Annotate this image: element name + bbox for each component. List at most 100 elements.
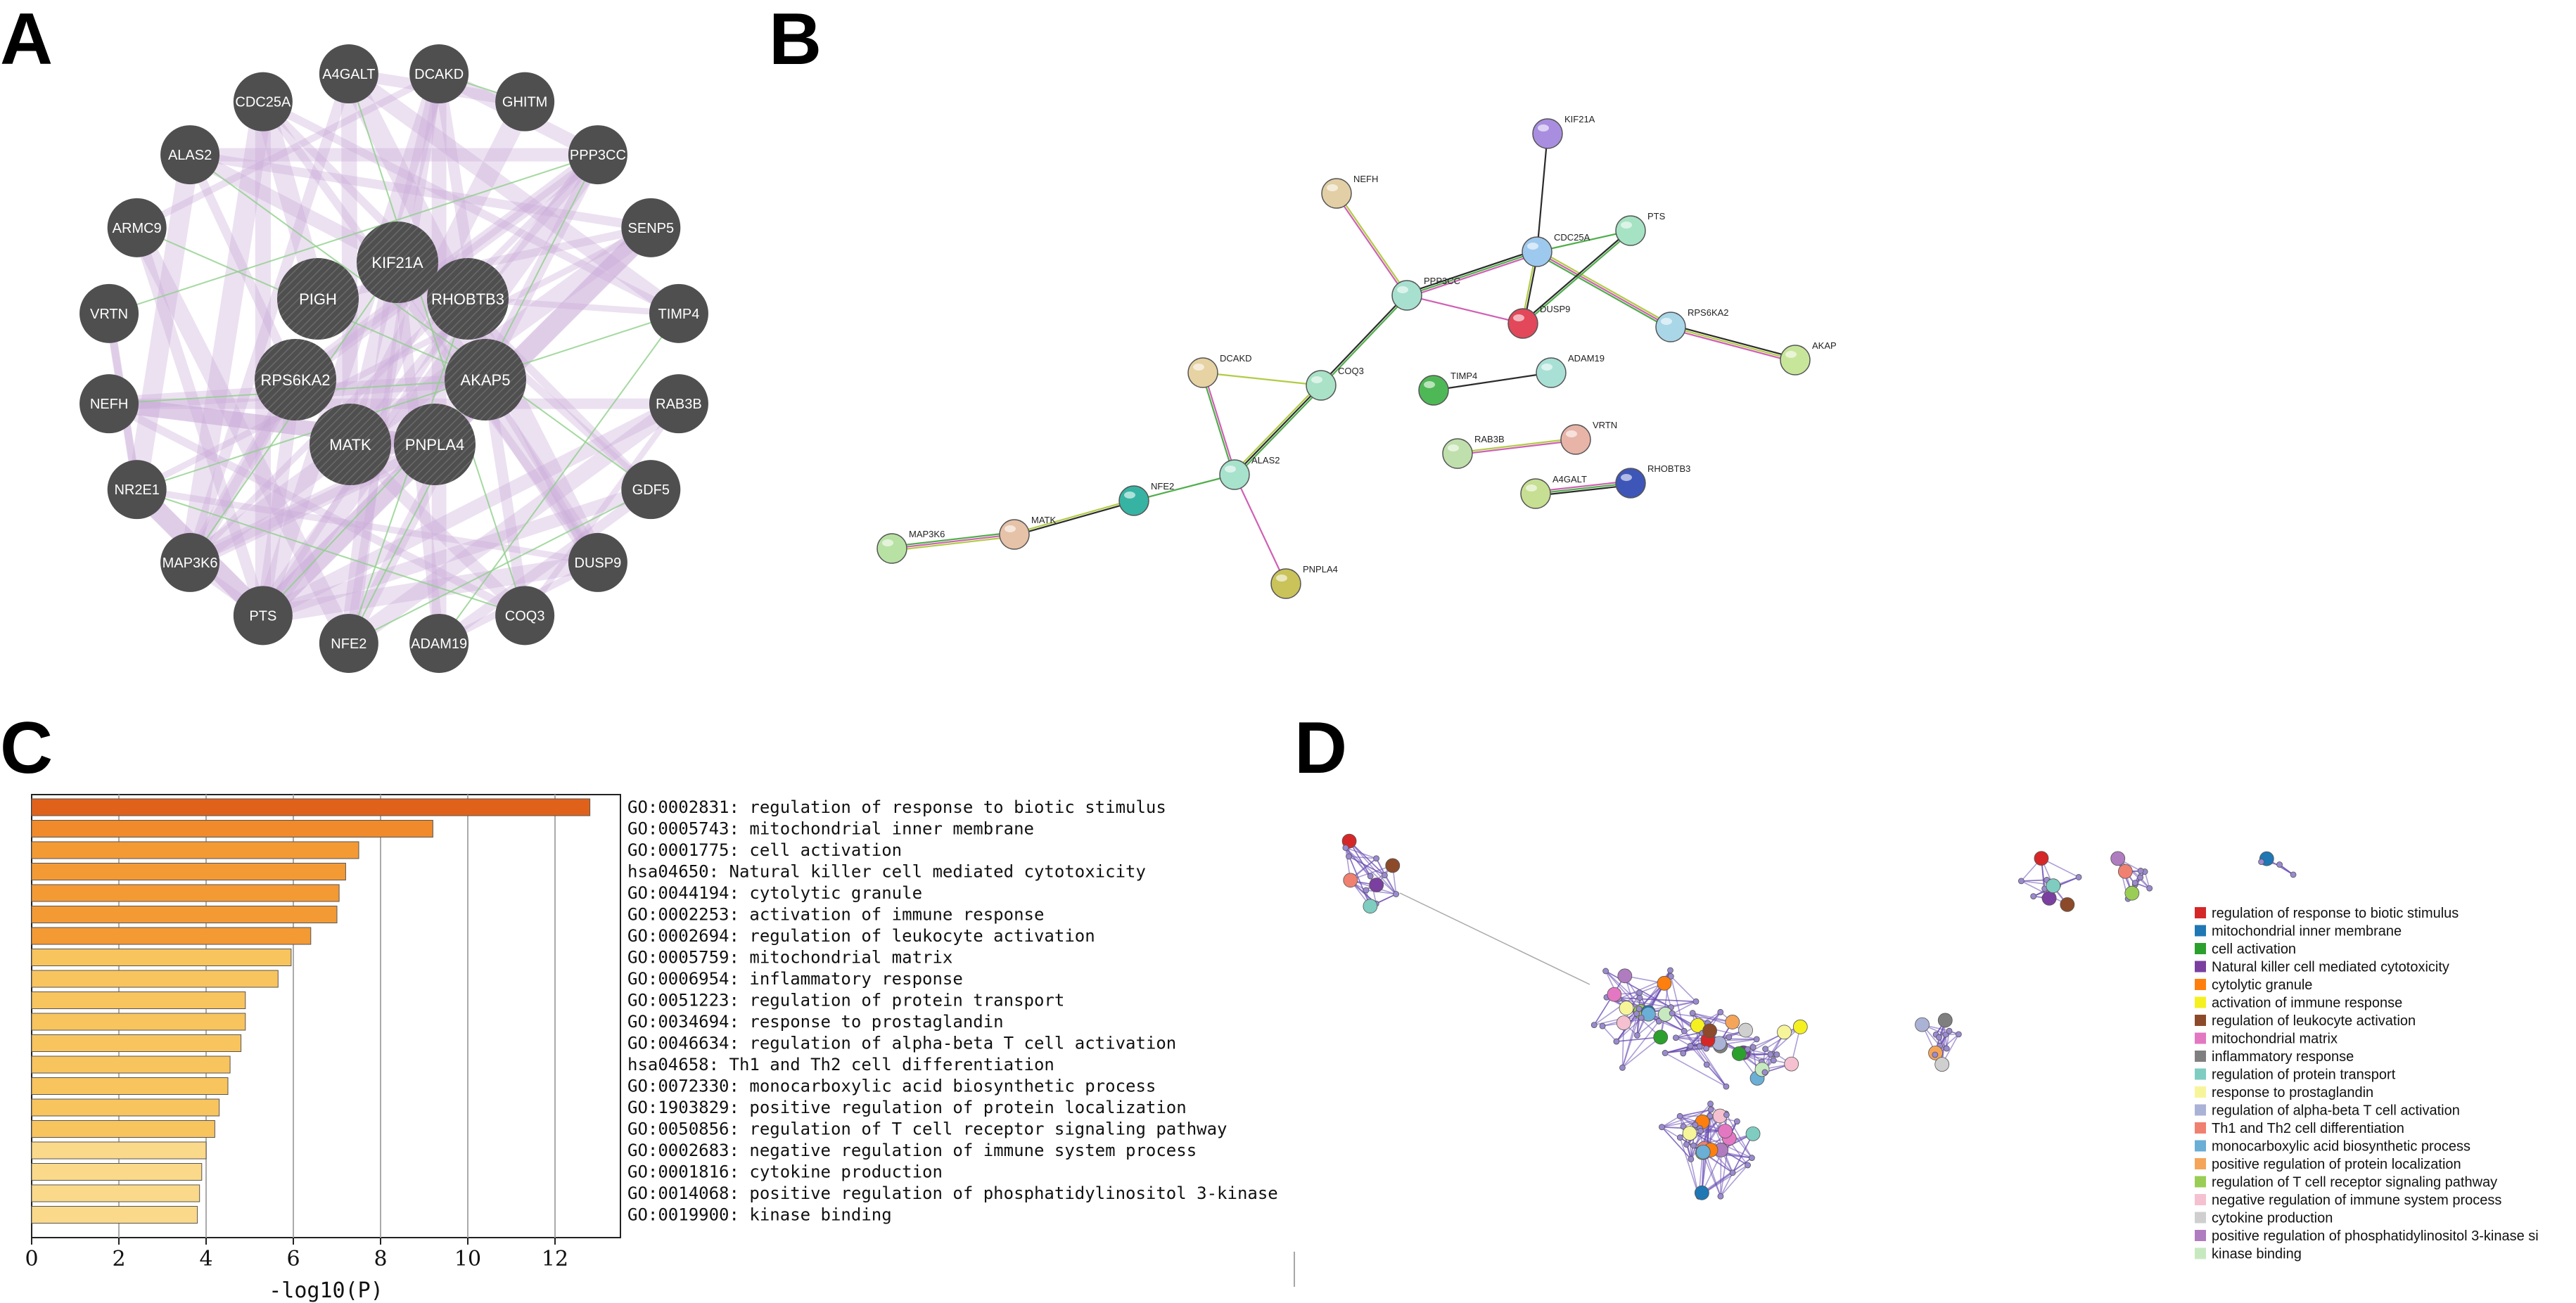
legend-swatch [2195,1086,2206,1098]
query-gene-node-label: PNPLA4 [405,436,464,454]
category-label: GO:0044194: cytolytic granule [627,883,922,903]
protein-node-label: DUSP9 [1540,304,1570,314]
legend-item: regulation of response to biotic stimulu… [2195,906,2459,921]
gene-node-label: SENP5 [628,221,675,236]
term-node [1955,1031,1962,1038]
term-node [1682,1126,1697,1141]
protein-node-circle [1187,357,1218,388]
similarity-edge [1345,847,1397,895]
protein-node-label: PPP3CC [1424,276,1460,286]
legend-item: positive regulation of phosphatidylinosi… [2195,1228,2539,1244]
interaction-edge [1406,250,1538,297]
protein-node-circle [1615,468,1646,499]
gene-node: A4GALT [319,44,378,104]
coexpression-edge [133,70,443,231]
interaction-edge [891,533,1015,550]
term-node [1937,1013,1953,1028]
term-node [2276,861,2283,868]
term-node [2075,874,2082,880]
term-node [1342,845,1349,852]
gene-node: DUSP9 [568,532,627,592]
term-node [1738,1022,1753,1038]
query-gene-node: RHOBTB3 [427,258,509,340]
legend-item: mitochondrial inner membrane [2195,924,2402,939]
coexpression-edge [131,222,269,622]
gene-node-circle [233,586,293,646]
interaction-edge [1536,484,1631,497]
legend-item: Th1 and Th2 cell differentiation [2195,1121,2404,1136]
gene-node-circle [107,198,167,257]
legend-swatch [2195,1176,2206,1188]
coexpression-edge [340,395,687,652]
bar [31,906,338,923]
term-node [1770,1057,1777,1064]
protein-node: RHOBTB3 [1615,463,1690,499]
gene-node: NR2E1 [107,460,167,520]
coexpression-edge [344,70,444,648]
gene-node-circle [409,44,469,104]
term-node [1689,1010,1696,1017]
gene-node-circle [568,125,627,185]
coexpression-edge [258,97,602,567]
protein-node-label: CDC25A [1554,232,1590,243]
gene-node-label: ADAM19 [411,636,467,652]
term-node [1762,1046,1768,1053]
term-node [2046,878,2061,894]
term-node [1363,899,1378,914]
protein-node-circle [1560,424,1591,455]
query-gene-node: KIF21A [357,222,438,303]
protein-node-highlight [1621,474,1632,481]
category-label: GO:0034694: response to prostaglandin [627,1012,1004,1032]
term-node [1697,1128,1704,1134]
protein-node-circle [1219,459,1250,490]
gene-node: NFE2 [319,613,378,673]
protein-node-label: MATK [1031,515,1056,525]
interaction-edge [1202,371,1322,387]
bar [31,1120,215,1138]
gene-node: CDC25A [233,72,293,131]
interaction-edge [1536,133,1549,252]
term-node [2041,890,2057,906]
bar [31,1141,207,1160]
term-node [2124,885,2140,901]
term-node [1633,1032,1640,1039]
category-label: GO:0050856: regulation of T cell recepto… [627,1119,1228,1139]
protein-node: A4GALT [1520,474,1587,509]
legend-item: regulation of protein transport [2195,1067,2396,1083]
x-tick-label: 4 [199,1247,212,1271]
similarity-edge [1621,1020,1659,1068]
similarity-edge [1661,1127,1692,1160]
gene-node-circle [568,532,627,592]
coexpression-edge [184,68,355,568]
term-node [1667,967,1673,974]
term-node [2110,851,2126,866]
legend-swatch [2195,1015,2206,1026]
legend-label: regulation of response to biotic stimulu… [2212,906,2459,921]
gene-node-circle [621,460,681,520]
category-label: GO:0014068: positive regulation of phosp… [627,1183,1278,1203]
gene-node-circle [495,72,555,131]
panel-b-edges [891,133,1797,584]
query-gene-node-label: PIGH [299,290,337,308]
query-gene-node-circle [277,258,359,340]
protein-node-circle [1780,345,1811,376]
term-node [2060,897,2075,912]
protein-node-circle [1270,568,1301,599]
protein-node: PNPLA4 [1270,564,1338,599]
term-node [1341,833,1357,849]
gene-node-label: MAP3K6 [162,556,218,571]
protein-node-highlight [1448,444,1459,451]
gene-node: ARMC9 [107,198,167,257]
query-gene-node-circle [394,404,476,485]
similarity-edge [1348,856,1385,876]
genetic-edge [347,73,526,616]
term-node [1659,1124,1665,1131]
term-node [1936,1034,1942,1041]
coexpression-edge [252,144,608,627]
gene-node-label: NR2E1 [114,482,159,498]
category-label: hsa04650: Natural killer cell mediated c… [627,862,1146,882]
term-node [1635,1006,1643,1013]
query-gene-node-label: KIF21A [371,254,423,271]
gene-node: COQ3 [495,586,555,646]
similarity-edge [1399,892,1590,985]
